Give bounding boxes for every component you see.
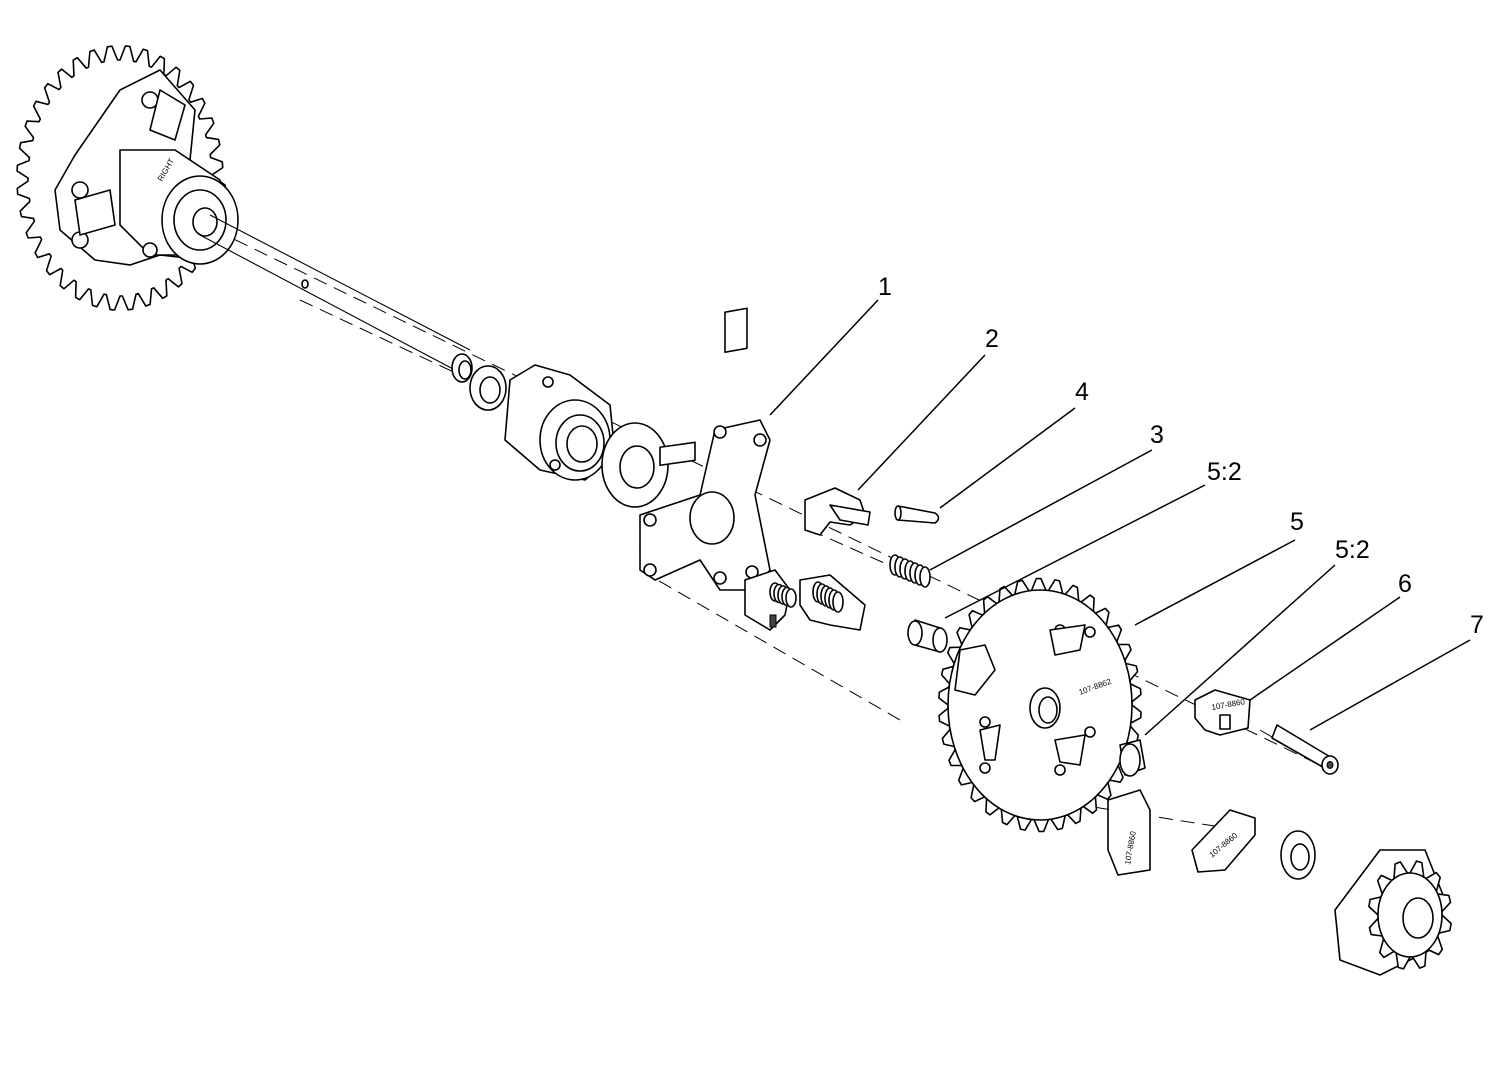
spring-3-coil — [919, 566, 931, 588]
pinion-gear — [1334, 849, 1452, 976]
part-7-screw — [1271, 724, 1339, 775]
leader-2 — [857, 354, 986, 491]
bushing-5-2-lower — [1119, 739, 1146, 777]
callout-5-2-a: 5:2 — [1207, 458, 1242, 486]
part-1-plate — [639, 307, 771, 591]
callout-3: 3 — [1150, 421, 1164, 449]
leader-7 — [1309, 639, 1471, 731]
part-5-sprocket: 107-8862 — [938, 577, 1142, 833]
callout-5-2-b: 5:2 — [1335, 536, 1370, 564]
leader-4 — [939, 407, 1076, 509]
leader-3 — [929, 449, 1153, 571]
washer-2 — [1280, 830, 1316, 880]
leader-5-2b — [1144, 564, 1336, 736]
callout-2: 2 — [985, 325, 999, 353]
leader-5 — [1134, 539, 1296, 626]
assembly-axis-lines — [214, 229, 1331, 831]
callout-4: 4 — [1075, 378, 1089, 406]
callout-5: 5 — [1290, 508, 1304, 536]
mid-spring-right-coil — [832, 591, 844, 613]
part-6-weight: 107-8860 — [1194, 689, 1251, 736]
part-3-spring — [889, 554, 931, 588]
callout-7: 7 — [1470, 611, 1484, 639]
bushing — [451, 353, 473, 383]
leader-lines — [769, 299, 1471, 736]
flyweight-springs — [769, 581, 844, 613]
part-2-lever — [804, 487, 871, 536]
leader-5-2a — [944, 484, 1206, 619]
weight-lower-right: 107-8860 — [1191, 809, 1256, 873]
bearing-housing — [504, 364, 616, 481]
callout-1: 1 — [878, 273, 892, 301]
leader-6 — [1249, 596, 1401, 701]
weight-lower-left: 107-8860 — [1107, 789, 1151, 876]
callout-6: 6 — [1398, 570, 1412, 598]
mid-spring-left-coil — [785, 588, 797, 608]
bushing-5-2-upper — [907, 619, 948, 653]
washer-1 — [469, 365, 507, 411]
leader-1 — [769, 299, 879, 416]
clutch-sprocket-assembly: RIGHT — [16, 45, 239, 311]
shaft — [199, 214, 471, 371]
callout-labels: 1 2 4 3 5:2 5 5:2 6 7 — [878, 273, 1484, 639]
part-4-pin — [894, 505, 940, 524]
thin-washer — [601, 422, 669, 508]
